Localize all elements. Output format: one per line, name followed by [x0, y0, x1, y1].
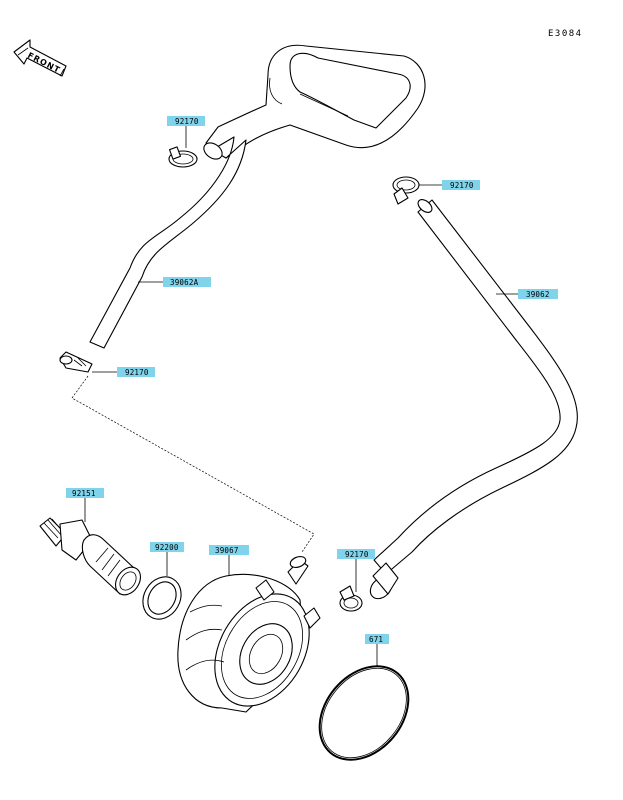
assembly-guide-line	[71, 375, 315, 553]
callout-label-92200[interactable]: 92200	[150, 542, 184, 552]
callout-code: 671	[369, 635, 383, 644]
clamp-left-lower[interactable]	[59, 351, 93, 373]
callout-label-92151[interactable]: 92151	[66, 488, 104, 498]
hose-39062[interactable]	[366, 197, 578, 603]
hose-39062a[interactable]	[89, 44, 426, 349]
callout-code: 92170	[345, 550, 369, 559]
callout-label-92170-c[interactable]: 92170	[117, 367, 155, 377]
callout-label-39062[interactable]: 39062	[518, 289, 558, 299]
fitting-92151[interactable]	[39, 517, 146, 600]
callout-code: 92200	[155, 543, 179, 552]
oil-cooler-39067[interactable]	[177, 555, 329, 723]
callout-code: 39062	[526, 290, 550, 299]
callout-code: 92170	[175, 117, 199, 126]
callout-label-39067[interactable]: 39067	[209, 545, 249, 555]
front-direction-arrow: FRONT	[13, 39, 67, 77]
callout-code: 92170	[125, 368, 149, 377]
callout-code: 39062A	[170, 278, 199, 287]
callout-label-671[interactable]: 671	[365, 634, 389, 644]
callout-code: 39067	[215, 546, 239, 555]
washer-92200[interactable]	[135, 570, 188, 626]
clamp-cooler[interactable]	[339, 585, 363, 612]
diagram-reference-code: E3084	[548, 29, 583, 39]
callout-label-92170-b[interactable]: 92170	[442, 180, 480, 190]
callout-code: 92151	[72, 489, 96, 498]
clamp-upper-left[interactable]	[168, 146, 198, 168]
o-ring-671[interactable]	[301, 649, 426, 778]
callout-label-39062a[interactable]: 39062A	[163, 277, 211, 287]
callout-label-92170-a[interactable]: 92170	[167, 116, 205, 126]
clamp-upper-right[interactable]	[392, 176, 420, 205]
callout-code: 92170	[450, 181, 474, 190]
callout-label-92170-d[interactable]: 92170	[337, 549, 375, 559]
